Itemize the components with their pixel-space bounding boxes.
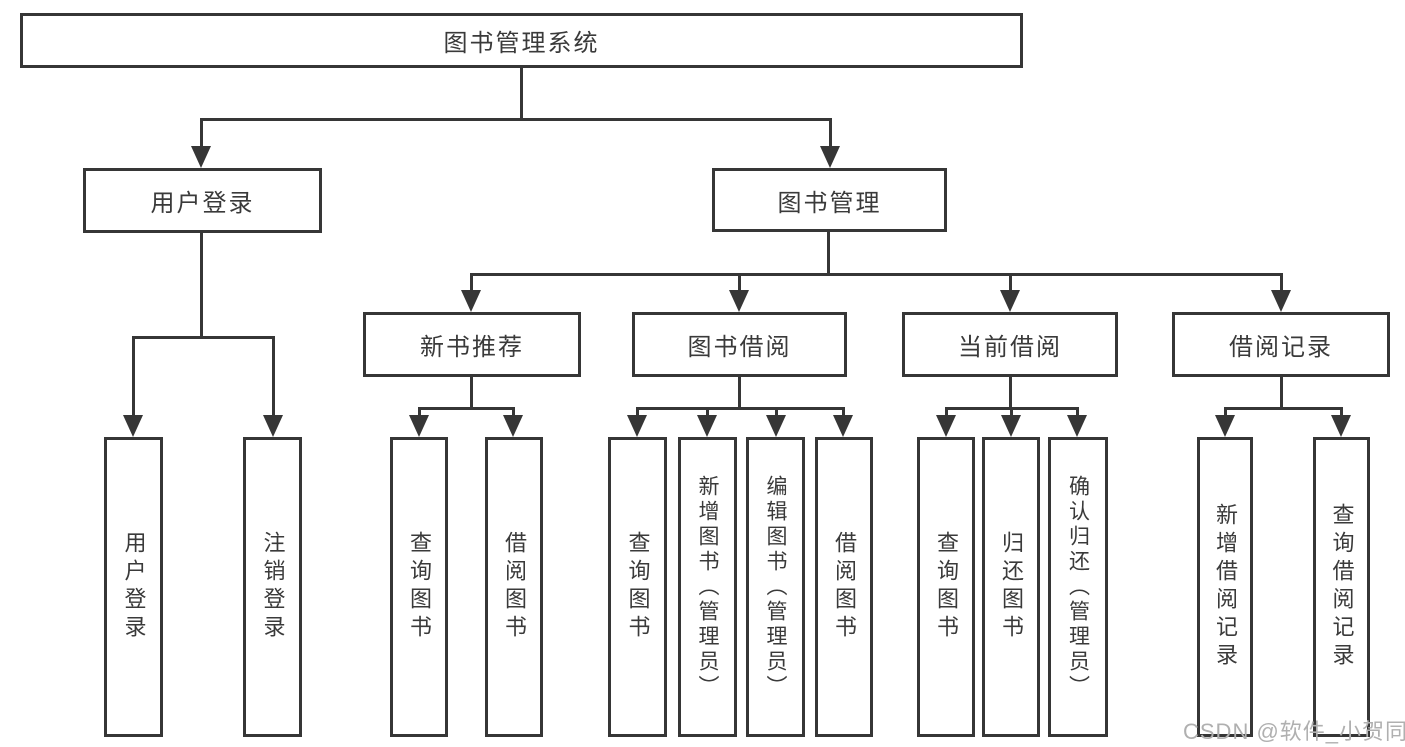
leaf-label: 新增图书（管理员） [696, 474, 719, 700]
leaf-label: 归还图书 [999, 531, 1024, 643]
connector-line [1224, 407, 1342, 410]
leaf-label: 编辑图书（管理员） [764, 474, 787, 700]
connector-line [1280, 273, 1283, 293]
arrow-down-icon [627, 415, 647, 437]
arrow-down-icon [123, 415, 143, 437]
arrow-down-icon [1215, 415, 1235, 437]
connector-line [470, 273, 473, 293]
arrow-down-icon [833, 415, 853, 437]
arrow-down-icon [1001, 415, 1021, 437]
leaf-label: 用户登录 [121, 531, 147, 643]
leaf-label: 查询图书 [934, 531, 959, 643]
connector-line [272, 336, 275, 419]
leaf-label: 新增借阅记录 [1213, 503, 1238, 671]
connector-line [200, 233, 203, 336]
connector-line [945, 407, 948, 419]
connector-line [775, 407, 778, 419]
leaf-label: 查询图书 [625, 531, 651, 643]
node-book-borrow: 图书借阅 [632, 312, 847, 377]
leaf-query-books-recommend: 查询图书 [390, 437, 448, 737]
connector-line [738, 377, 741, 407]
node-library-system: 图书管理系统 [20, 13, 1023, 68]
leaf-return-books: 归还图书 [982, 437, 1040, 737]
leaf-add-books-admin: 新增图书（管理员） [678, 437, 737, 737]
connector-line [132, 336, 275, 339]
arrow-down-icon [766, 415, 786, 437]
arrow-down-icon [1000, 290, 1020, 312]
leaf-user-login: 用户登录 [104, 437, 163, 737]
connector-line [470, 273, 1283, 276]
connector-line [1009, 273, 1012, 293]
arrow-down-icon [697, 415, 717, 437]
connector-line [1280, 377, 1283, 407]
leaf-query-borrow-record: 查询借阅记录 [1313, 437, 1370, 737]
node-new-book-recommend: 新书推荐 [363, 312, 581, 377]
node-book-management: 图书管理 [712, 168, 947, 232]
leaf-logout: 注销登录 [243, 437, 302, 737]
leaf-query-books-current: 查询图书 [917, 437, 975, 737]
leaf-confirm-return-admin: 确认归还（管理员） [1048, 437, 1108, 737]
connector-line [200, 118, 203, 150]
leaf-label: 借阅图书 [832, 531, 857, 643]
leaf-label: 查询图书 [407, 531, 432, 643]
node-current-borrow: 当前借阅 [902, 312, 1118, 377]
leaf-add-borrow-record: 新增借阅记录 [1197, 437, 1253, 737]
leaf-label: 注销登录 [260, 531, 286, 643]
connector-line [1076, 407, 1079, 419]
arrow-down-icon [820, 146, 840, 168]
leaf-edit-books-admin: 编辑图书（管理员） [746, 437, 805, 737]
arrow-down-icon [1067, 415, 1087, 437]
arrow-down-icon [263, 415, 283, 437]
connector-line [512, 407, 515, 419]
connector-line [470, 377, 473, 407]
connector-line [829, 118, 832, 150]
connector-line [418, 407, 515, 410]
connector-line [842, 407, 845, 419]
arrow-down-icon [191, 146, 211, 168]
arrow-down-icon [936, 415, 956, 437]
connector-line [706, 407, 709, 419]
connector-line [827, 232, 830, 273]
node-user-login: 用户登录 [83, 168, 322, 233]
connector-line [1340, 407, 1343, 419]
arrow-down-icon [729, 290, 749, 312]
connector-line [520, 68, 523, 121]
leaf-query-books-borrow: 查询图书 [608, 437, 667, 737]
connector-line [201, 118, 831, 121]
leaf-label: 查询借阅记录 [1329, 503, 1355, 671]
connector-line [418, 407, 421, 419]
watermark: CSDN @软件_小贺同学 [1183, 719, 1405, 744]
connector-line [1009, 377, 1012, 407]
arrow-down-icon [503, 415, 523, 437]
arrow-down-icon [409, 415, 429, 437]
leaf-label: 借阅图书 [502, 531, 527, 643]
connector-line [132, 336, 135, 419]
leaf-borrow-books-recommend: 借阅图书 [485, 437, 543, 737]
arrow-down-icon [1271, 290, 1291, 312]
connector-line [636, 407, 845, 410]
leaf-label: 确认归还（管理员） [1066, 474, 1090, 700]
connector-line [1224, 407, 1227, 419]
connector-line [738, 273, 741, 293]
connector-line [636, 407, 639, 419]
node-borrow-records: 借阅记录 [1172, 312, 1390, 377]
leaf-borrow-books: 借阅图书 [815, 437, 873, 737]
arrow-down-icon [461, 290, 481, 312]
arrow-down-icon [1331, 415, 1351, 437]
connector-line [1010, 407, 1013, 419]
